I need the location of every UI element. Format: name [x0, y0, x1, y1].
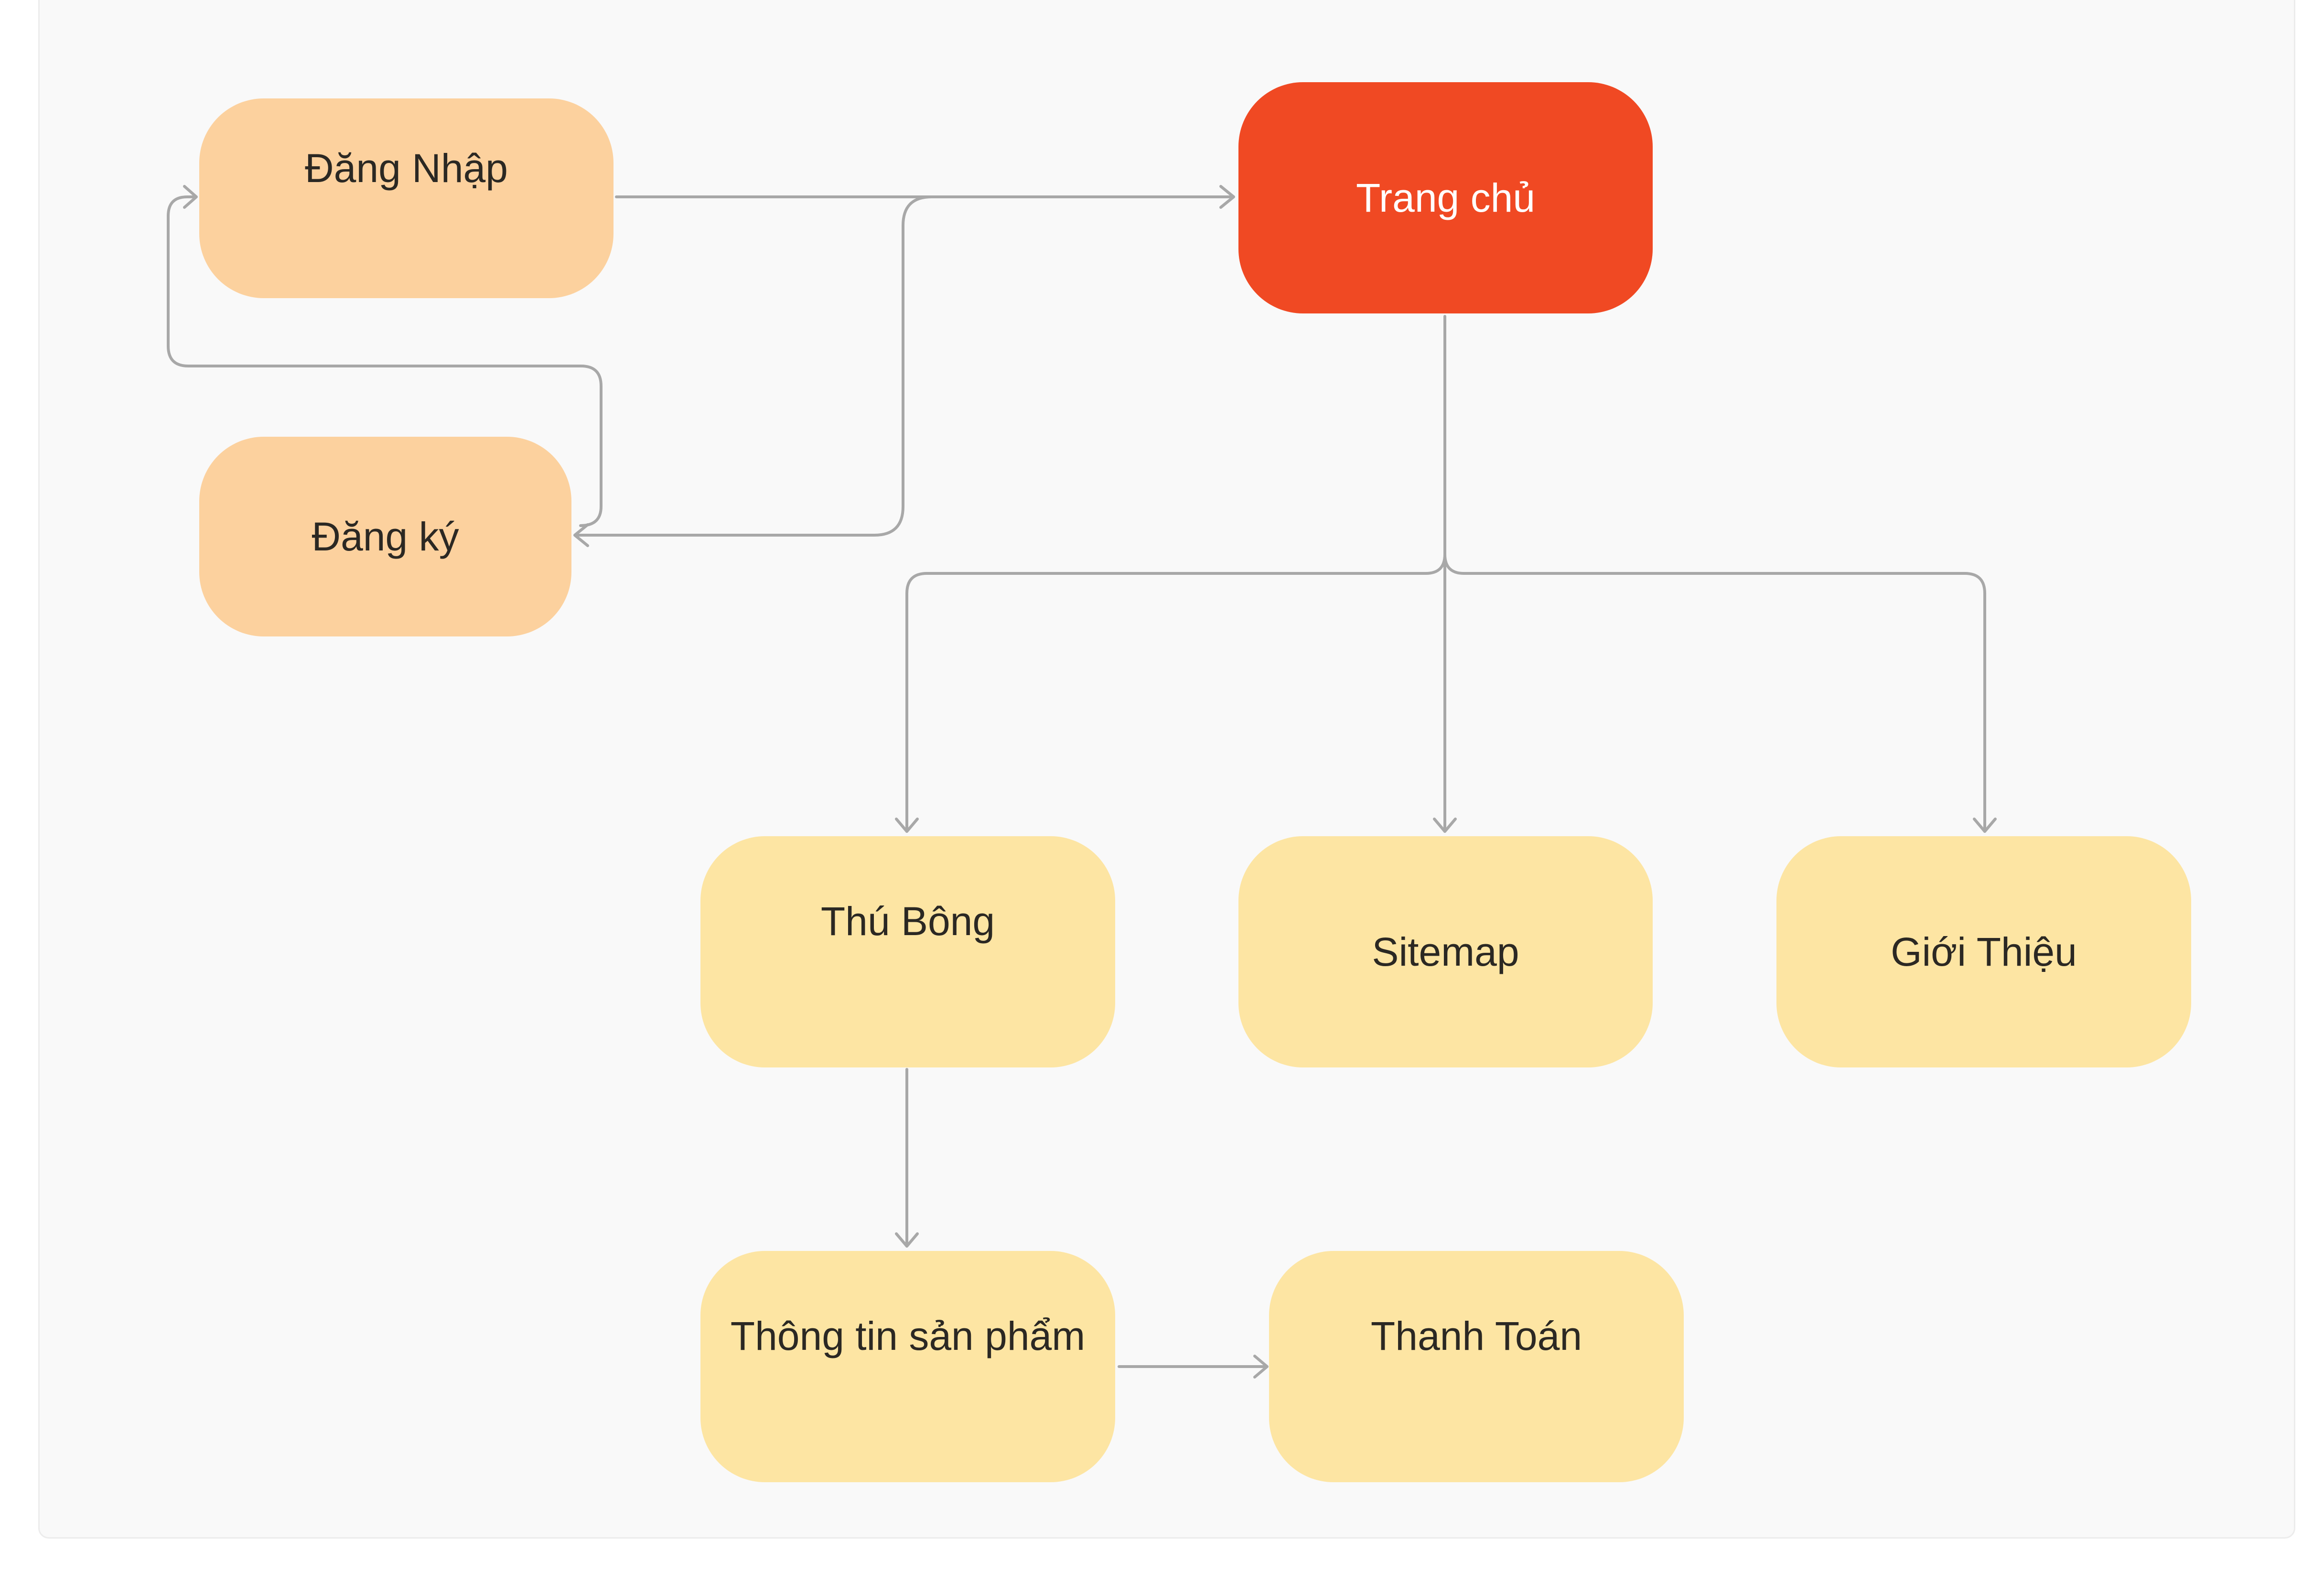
arrowhead-dang-ky-right	[573, 523, 589, 547]
arrowhead-thong-tin	[895, 1232, 919, 1248]
arrowhead-gioi-thieu	[1973, 818, 1997, 833]
node-dang-nhap[interactable]: Đăng Nhập	[199, 98, 613, 298]
edge-to-gioi-thieu	[1443, 553, 1986, 833]
arrowhead-thanh-toan	[1253, 1355, 1269, 1379]
node-thong-tin-san-pham[interactable]: Thông tin sản phẩm	[700, 1251, 1115, 1482]
node-thanh-toan[interactable]: Thanh Toán	[1269, 1251, 1684, 1482]
node-sitemap[interactable]: Sitemap	[1238, 836, 1653, 1067]
node-thu-bong[interactable]: Thú Bông	[700, 836, 1115, 1067]
edge-dang-ky-to-dang-nhap	[167, 195, 603, 527]
node-label: Sitemap	[1372, 929, 1519, 974]
arrowhead-sitemap	[1433, 818, 1457, 833]
edge-trang-chu-to-dang-ky	[574, 195, 933, 537]
node-label: Thanh Toán	[1370, 1314, 1582, 1358]
node-dang-ky[interactable]: Đăng ký	[199, 437, 571, 636]
node-label: Đăng Nhập	[305, 146, 508, 191]
arrowhead-trang-chu-left	[1219, 185, 1235, 209]
node-label: Đăng ký	[312, 514, 459, 559]
arrowhead-dang-nhap-left	[183, 185, 198, 209]
node-label: Trang chủ	[1356, 175, 1536, 220]
node-trang-chu[interactable]: Trang chủ	[1238, 82, 1653, 313]
node-gioi-thieu[interactable]: Giới Thiệu	[1776, 836, 2191, 1067]
edge-to-thu-bong	[905, 553, 1446, 833]
node-label: Thú Bông	[820, 899, 995, 944]
node-label: Thông tin sản phẩm	[730, 1314, 1086, 1358]
arrowhead-thu-bong	[895, 818, 919, 833]
node-label: Giới Thiệu	[1891, 929, 2077, 974]
